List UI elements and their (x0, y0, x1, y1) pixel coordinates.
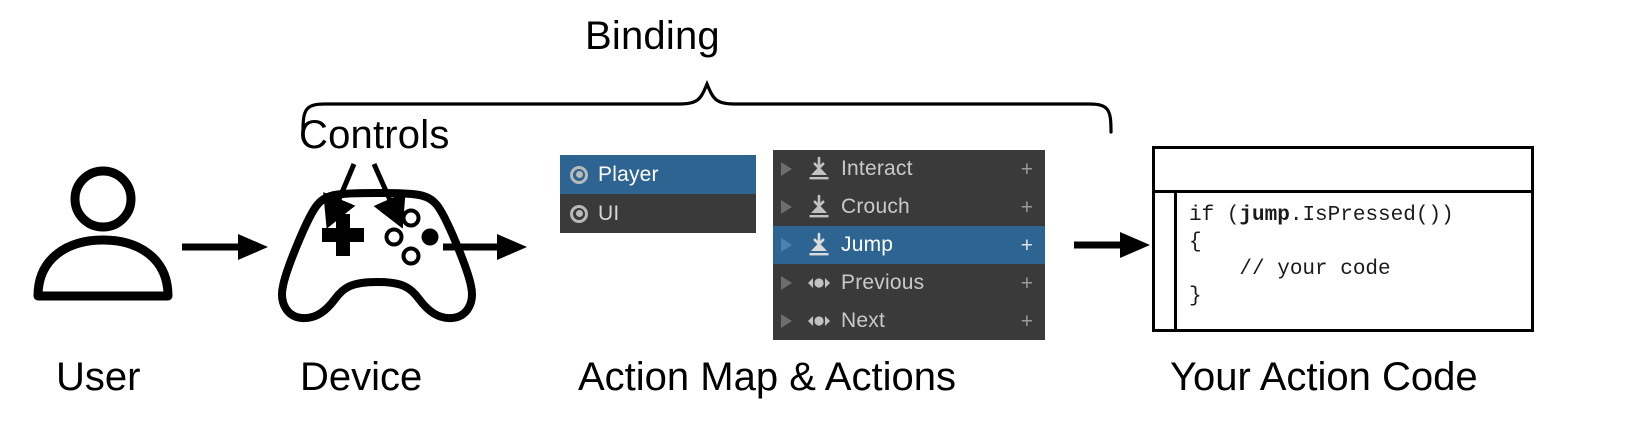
code-line: if (jump.IsPressed()) (1189, 204, 1454, 227)
action-label: Crouch (841, 195, 910, 218)
arrow-user-to-device (182, 234, 268, 260)
chevron-right-icon[interactable] (781, 238, 792, 252)
code-editor-window[interactable]: if (jump.IsPressed()) { // your code} (1152, 146, 1534, 332)
action-map-row-player[interactable]: Player (560, 155, 756, 194)
action-row-previous[interactable]: Previous + (773, 264, 1045, 302)
add-binding-button[interactable]: + (1020, 233, 1033, 257)
action-label: Jump (841, 233, 894, 256)
action-label: Interact (841, 157, 913, 180)
caption-your-action-code: Your Action Code (1170, 355, 1478, 399)
binding-label: Binding (585, 14, 720, 58)
code-line: { (1189, 231, 1202, 254)
add-binding-button[interactable]: + (1020, 309, 1033, 333)
chevron-right-icon[interactable] (781, 276, 792, 290)
chevron-right-icon[interactable] (781, 200, 792, 214)
action-row-next[interactable]: Next + (773, 302, 1045, 340)
action-row-jump[interactable]: Jump + (773, 226, 1045, 264)
action-map-panel[interactable]: Player UI (560, 155, 756, 233)
add-binding-button[interactable]: + (1020, 195, 1033, 219)
arrow-actions-to-code (1074, 232, 1150, 258)
code-line: } (1189, 285, 1202, 308)
axis-1d-icon (808, 316, 830, 326)
arrow-device-to-actionmap (443, 234, 527, 260)
code-editor-body: if (jump.IsPressed()) { // your code} (1155, 193, 1531, 329)
binding-brace (301, 79, 1113, 134)
user-icon (33, 166, 173, 301)
action-map-label: UI (598, 201, 620, 225)
action-row-crouch[interactable]: Crouch + (773, 188, 1045, 226)
button-press-icon (809, 194, 829, 218)
button-press-icon (809, 232, 829, 256)
gamepad-icon (278, 189, 476, 323)
code-editor-titlebar (1155, 149, 1531, 193)
action-row-interact[interactable]: Interact + (773, 150, 1045, 188)
add-binding-button[interactable]: + (1020, 271, 1033, 295)
button-press-icon (809, 156, 829, 180)
action-map-row-ui[interactable]: UI (560, 194, 756, 233)
code-editor-text[interactable]: if (jump.IsPressed()) { // your code} (1177, 193, 1531, 329)
caption-action-map: Action Map & Actions (578, 355, 956, 399)
action-map-ring-icon (570, 204, 588, 223)
axis-1d-icon (808, 278, 830, 288)
action-map-label: Player (598, 162, 659, 186)
caption-user: User (56, 355, 141, 399)
action-label: Previous (841, 271, 925, 294)
chevron-right-icon[interactable] (781, 162, 792, 176)
code-editor-gutter (1155, 193, 1177, 329)
actions-panel[interactable]: Interact + Crouch + Jump + (773, 150, 1045, 340)
code-line: // your code (1189, 258, 1391, 281)
caption-device: Device (300, 355, 423, 399)
add-binding-button[interactable]: + (1020, 157, 1033, 181)
controls-label: Controls (299, 113, 450, 157)
action-label: Next (841, 309, 885, 332)
action-map-ring-icon (570, 165, 588, 184)
chevron-right-icon[interactable] (781, 314, 792, 328)
controls-arrows (323, 162, 406, 229)
